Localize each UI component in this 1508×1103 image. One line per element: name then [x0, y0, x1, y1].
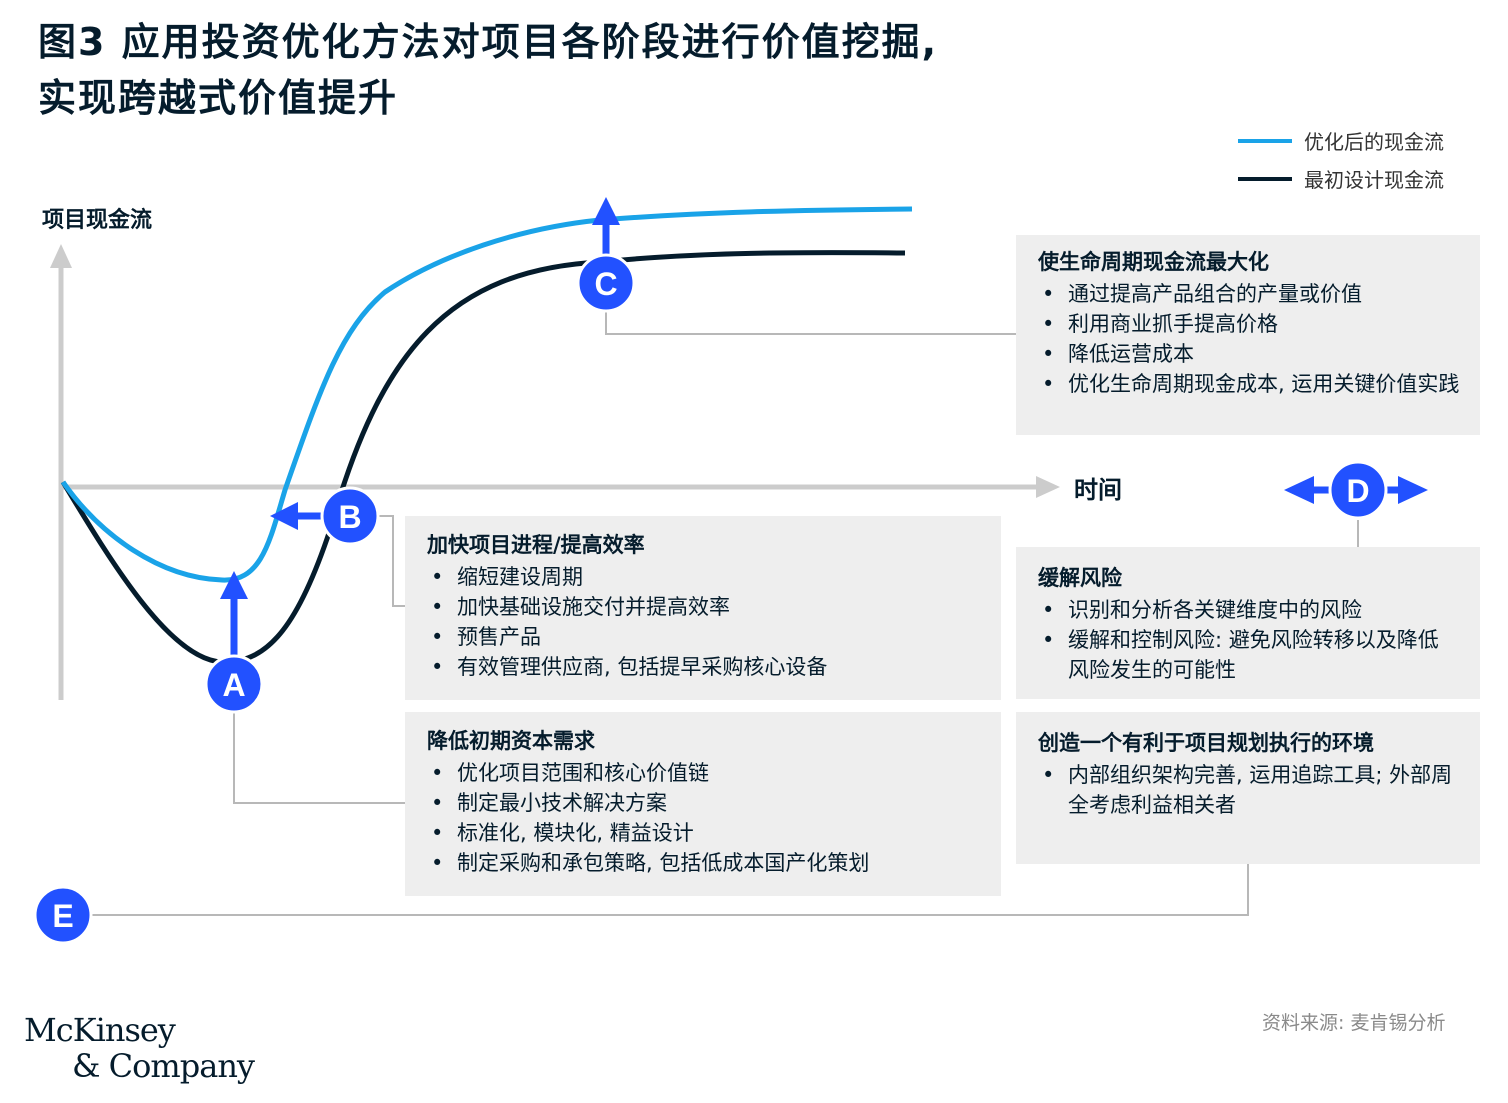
box-b-list: 缩短建设周期 加快基础设施交付并提高效率 预售产品 有效管理供应商, 包括提早采…	[427, 562, 981, 682]
logo-line-1: McKinsey	[24, 1011, 176, 1049]
legend-initial-label: 最初设计现金流	[1304, 168, 1444, 192]
box-a: 降低初期资本需求 优化项目范围和核心价值链 制定最小技术解决方案 标准化, 模块…	[405, 712, 1001, 896]
box-b-item: 加快基础设施交付并提高效率	[427, 592, 981, 622]
mckinsey-logo: McKinsey & Company	[24, 1011, 255, 1085]
box-d-item: 识别和分析各关键维度中的风险	[1038, 595, 1460, 625]
box-b-item: 缩短建设周期	[427, 562, 981, 592]
connector-b	[378, 515, 405, 607]
box-a-item: 制定采购和承包策略, 包括低成本国产化策划	[427, 848, 981, 878]
y-axis-label: 项目现金流	[42, 208, 153, 233]
legend-optimized-swatch	[1238, 138, 1292, 143]
title-line-1: 图3 应用投资优化方法对项目各阶段进行价值挖掘,	[38, 20, 939, 64]
box-d: 缓解风险 识别和分析各关键维度中的风险 缓解和控制风险: 避免风险转移以及降低风…	[1016, 547, 1480, 699]
optimized-cashflow-curve	[60, 206, 913, 583]
y-axis-arrow	[50, 244, 72, 268]
marker-c-label: C	[594, 266, 617, 302]
connector-e	[92, 864, 1249, 916]
box-c: 使生命周期现金流最大化 通过提高产品组合的产量或价值 利用商业抓手提高价格 降低…	[1016, 235, 1480, 435]
box-b: 加快项目进程/提高效率 缩短建设周期 加快基础设施交付并提高效率 预售产品 有效…	[405, 516, 1001, 700]
box-c-item: 优化生命周期现金成本, 运用关键价值实践	[1038, 369, 1460, 399]
legend-optimized-label: 优化后的现金流	[1304, 130, 1444, 154]
box-b-item: 有效管理供应商, 包括提早采购核心设备	[427, 652, 981, 682]
source-note: 资料来源: 麦肯锡分析	[1262, 1012, 1446, 1034]
x-axis-label: 时间	[1074, 476, 1122, 504]
box-a-item: 制定最小技术解决方案	[427, 788, 981, 818]
arrow-a-head	[220, 571, 248, 599]
box-b-heading: 加快项目进程/提高效率	[427, 533, 645, 557]
box-a-item: 标准化, 模块化, 精益设计	[427, 818, 981, 848]
legend-initial: 最初设计现金流	[1238, 164, 1444, 193]
box-d-item: 缓解和控制风险: 避免风险转移以及降低风险发生的可能性	[1038, 625, 1440, 685]
box-e: 创造一个有利于项目规划执行的环境 内部组织架构完善, 运用追踪工具; 外部周全考…	[1016, 712, 1480, 864]
marker-a-label: A	[222, 667, 245, 703]
arrow-b-head	[270, 502, 298, 530]
box-e-heading: 创造一个有利于项目规划执行的环境	[1038, 731, 1374, 755]
box-d-list: 识别和分析各关键维度中的风险 缓解和控制风险: 避免风险转移以及降低风险发生的可…	[1038, 595, 1460, 685]
logo-line-2: & Company	[72, 1047, 255, 1085]
x-axis-arrow	[1036, 476, 1060, 498]
box-b-item: 预售产品	[427, 622, 981, 652]
arrow-d-right-head	[1398, 476, 1428, 504]
marker-e-circle	[33, 885, 93, 945]
legend-initial-swatch	[1238, 176, 1292, 181]
box-c-list: 通过提高产品组合的产量或价值 利用商业抓手提高价格 降低运营成本 优化生命周期现…	[1038, 279, 1460, 399]
box-a-item: 优化项目范围和核心价值链	[427, 758, 981, 788]
box-c-item: 利用商业抓手提高价格	[1038, 309, 1460, 339]
title-line-2: 实现跨越式价值提升	[38, 76, 399, 120]
box-a-list: 优化项目范围和核心价值链 制定最小技术解决方案 标准化, 模块化, 精益设计 制…	[427, 758, 981, 878]
arrow-c-head	[592, 197, 620, 225]
box-e-item: 内部组织架构完善, 运用追踪工具; 外部周全考虑利益相关者	[1038, 760, 1464, 820]
box-d-heading: 缓解风险	[1038, 566, 1122, 590]
legend-optimized: 优化后的现金流	[1238, 126, 1444, 155]
marker-a-circle	[204, 654, 264, 714]
initial-cashflow-curve	[60, 250, 906, 665]
marker-e-label: E	[52, 898, 73, 934]
marker-d-circle	[1328, 460, 1388, 520]
connector-a	[233, 712, 405, 804]
page-title: 图3 应用投资优化方法对项目各阶段进行价值挖掘, 实现跨越式价值提升	[38, 14, 938, 126]
box-c-item: 通过提高产品组合的产量或价值	[1038, 279, 1460, 309]
marker-c-circle	[576, 253, 636, 313]
marker-d-label: D	[1346, 473, 1369, 509]
box-c-item: 降低运营成本	[1038, 339, 1460, 369]
box-e-list: 内部组织架构完善, 运用追踪工具; 外部周全考虑利益相关者	[1038, 760, 1460, 820]
box-c-heading: 使生命周期现金流最大化	[1038, 250, 1269, 274]
box-a-heading: 降低初期资本需求	[427, 729, 595, 753]
connector-c	[605, 310, 1016, 335]
marker-b-circle	[320, 486, 380, 546]
marker-b-label: B	[338, 499, 361, 535]
arrow-d-left-head	[1284, 476, 1314, 504]
